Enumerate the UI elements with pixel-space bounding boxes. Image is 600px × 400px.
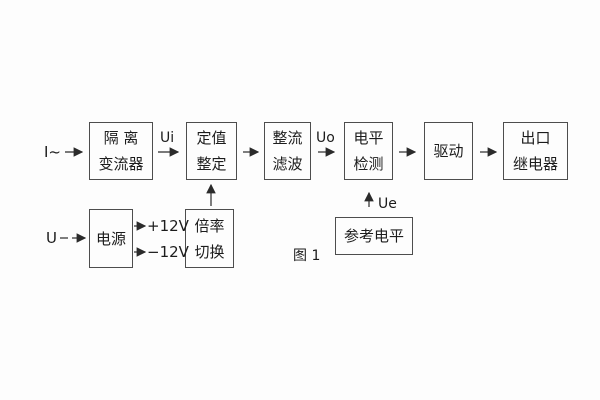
block-output-relay-line2: 继电器	[512, 155, 558, 173]
block-isolation-transformer-line1: 隔 离	[103, 129, 139, 147]
block-level-detection: 电平 检测	[344, 122, 393, 180]
block-isolation-transformer: 隔 离 变流器	[89, 122, 153, 180]
block-multiplier-switch-line2: 切换	[194, 242, 225, 261]
block-power-supply: 电源	[89, 209, 133, 268]
label-input-current: I~	[44, 143, 61, 161]
label-uo: Uo	[316, 130, 335, 146]
block-multiplier-switch: 倍率 切换	[185, 209, 234, 268]
label-plus-12v: +12V	[147, 217, 189, 235]
block-reference-level-line1: 参考电平	[343, 227, 404, 245]
label-ui: Ui	[160, 130, 175, 146]
block-output-relay-line1: 出口	[520, 129, 551, 147]
block-drive-line1: 驱动	[433, 142, 464, 160]
block-level-detection-line2: 检测	[353, 155, 384, 173]
block-setpoint-setting: 定值 整定	[186, 122, 237, 180]
block-drive: 驱动	[424, 122, 473, 180]
block-rectifier-filter-line1: 整流	[272, 129, 303, 147]
block-setpoint-setting-line2: 整定	[196, 155, 227, 173]
block-power-supply-line1: 电源	[95, 229, 126, 248]
figure-caption: 图 1	[293, 248, 321, 264]
label-ue: Ue	[378, 196, 397, 212]
block-multiplier-switch-line1: 倍率	[194, 216, 225, 235]
block-rectifier-filter-line2: 滤波	[272, 155, 303, 173]
label-input-voltage: U	[46, 229, 57, 247]
block-output-relay: 出口 继电器	[503, 122, 568, 180]
block-rectifier-filter: 整流 滤波	[264, 122, 311, 180]
label-minus-12v: −12V	[147, 243, 189, 261]
block-reference-level: 参考电平	[335, 217, 413, 255]
block-setpoint-setting-line1: 定值	[196, 129, 227, 147]
block-level-detection-line1: 电平	[353, 129, 384, 147]
block-isolation-transformer-line2: 变流器	[98, 155, 144, 173]
